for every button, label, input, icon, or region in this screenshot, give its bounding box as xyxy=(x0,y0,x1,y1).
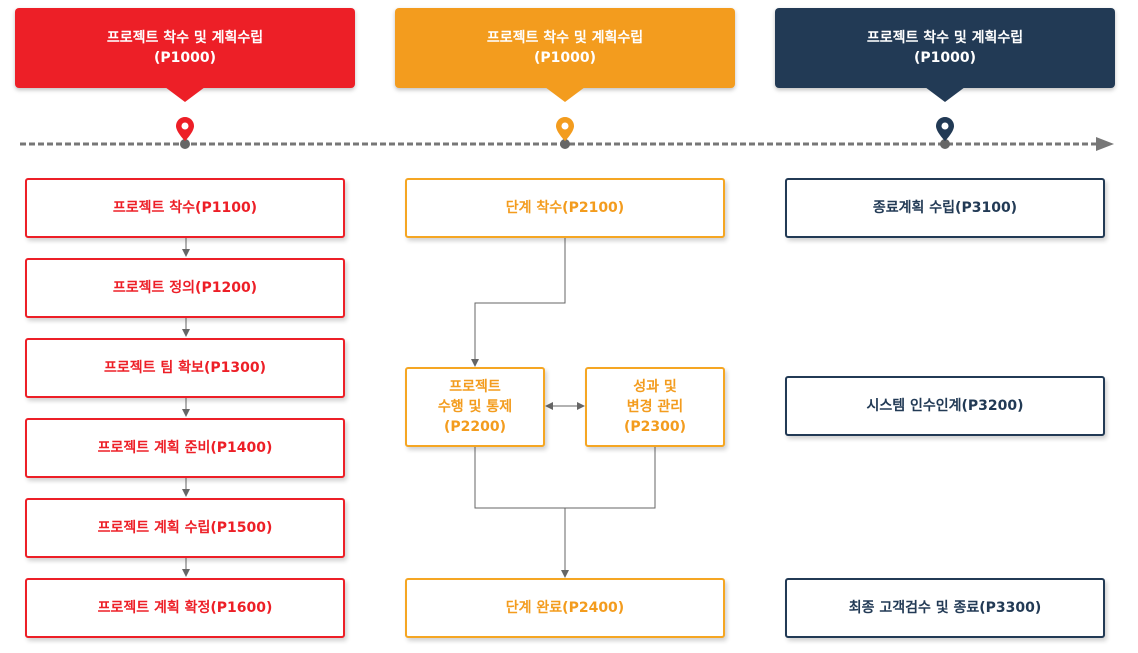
phase-header-3: 프로젝트 착수 및 계획수립 (P1000) xyxy=(775,8,1115,102)
timeline-node-3 xyxy=(940,139,950,149)
process-label: 프로젝트 착수(P1100) xyxy=(112,200,258,216)
process-label: 단계 착수(P2100) xyxy=(505,200,625,216)
process-label: 종료계획 수립(P3100) xyxy=(872,200,1018,216)
process-box-p1300: 프로젝트 팀 확보(P1300) xyxy=(25,338,345,398)
phase-header-2: 프로젝트 착수 및 계획수립 (P1000) xyxy=(395,8,735,102)
phase-code: (P1000) xyxy=(533,50,597,66)
phase-code: (P1000) xyxy=(153,50,217,66)
process-box-p1500: 프로젝트 계획 수립(P1500) xyxy=(25,498,345,558)
process-label-line: 성과 및 xyxy=(633,379,677,395)
process-box-p1400: 프로젝트 계획 준비(P1400) xyxy=(25,418,345,478)
process-label: 프로젝트 계획 준비(P1400) xyxy=(97,440,273,456)
process-label: 프로젝트 정의(P1200) xyxy=(112,280,258,296)
timeline-node-2 xyxy=(560,139,570,149)
map-pin-icon xyxy=(936,117,954,141)
process-label-line: 수행 및 통제 xyxy=(437,399,513,415)
process-box-p2200: 프로젝트 수행 및 통제 (P2200) xyxy=(405,367,545,447)
process-label-line: 프로젝트 xyxy=(449,379,501,395)
process-box-p1600: 프로젝트 계획 확정(P1600) xyxy=(25,578,345,638)
process-box-p3300: 최종 고객검수 및 종료(P3300) xyxy=(785,578,1105,638)
process-label: 프로젝트 계획 확정(P1600) xyxy=(97,600,273,616)
phase-title: 프로젝트 착수 및 계획수립 xyxy=(486,30,644,46)
map-pin-icon xyxy=(176,117,194,141)
process-label: 단계 완료(P2400) xyxy=(505,600,625,616)
process-label: 시스템 인수인계(P3200) xyxy=(866,398,1024,414)
timeline-arrowhead xyxy=(1096,137,1114,151)
process-box-p1100: 프로젝트 착수(P1100) xyxy=(25,178,345,238)
map-pin-icon xyxy=(556,117,574,141)
process-label: 프로젝트 팀 확보(P1300) xyxy=(104,360,266,376)
process-label: 최종 고객검수 및 종료(P3300) xyxy=(848,600,1042,616)
phase-header-1: 프로젝트 착수 및 계획수립 (P1000) xyxy=(15,8,355,102)
flow-connector xyxy=(471,238,566,367)
process-box-p2400: 단계 완료(P2400) xyxy=(405,578,725,638)
process-box-p2100: 단계 착수(P2100) xyxy=(405,178,725,238)
process-box-p2300: 성과 및 변경 관리 (P2300) xyxy=(585,367,725,447)
phase-code: (P1000) xyxy=(913,50,977,66)
process-label: 프로젝트 계획 수립(P1500) xyxy=(97,520,273,536)
process-box-p3100: 종료계획 수립(P3100) xyxy=(785,178,1105,238)
process-label-line: (P2300) xyxy=(623,419,687,435)
process-label-line: (P2200) xyxy=(443,419,507,435)
flow-connector xyxy=(474,446,656,509)
phase-title: 프로젝트 착수 및 계획수립 xyxy=(866,30,1024,46)
process-box-p1200: 프로젝트 정의(P1200) xyxy=(25,258,345,318)
process-label-line: 변경 관리 xyxy=(626,399,684,415)
timeline-node-1 xyxy=(180,139,190,149)
process-box-p3200: 시스템 인수인계(P3200) xyxy=(785,376,1105,436)
phase-title: 프로젝트 착수 및 계획수립 xyxy=(106,30,264,46)
